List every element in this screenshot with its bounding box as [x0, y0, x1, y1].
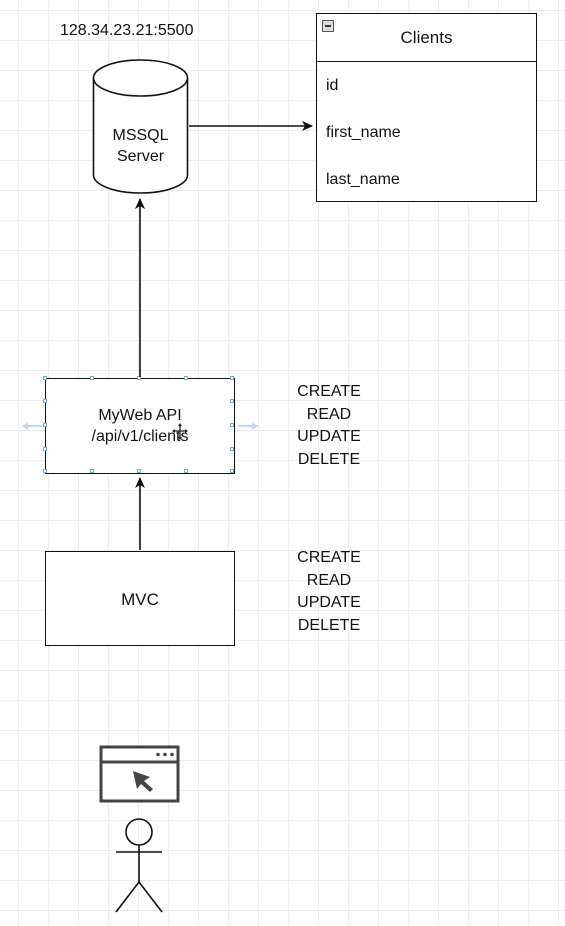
selection-handle[interactable] [137, 376, 141, 380]
table-field-last-name: last_name [326, 171, 400, 188]
selection-handle[interactable] [137, 469, 141, 473]
mvc-label: MVC [121, 590, 159, 609]
operation-create: CREATE [297, 383, 361, 400]
api-label: MyWeb API /api/v1/clients [45, 405, 235, 447]
operation-update: UPDATE [297, 428, 361, 445]
selection-handle[interactable] [43, 376, 47, 380]
database-label-line2: Server [116, 148, 165, 165]
operation-read: READ [306, 405, 352, 423]
mvc-box[interactable] [45, 551, 235, 646]
api-label-line2: /api/v1/clients [91, 428, 189, 445]
api-label-line1: MyWeb API [98, 407, 182, 424]
operation-delete: DELETE [297, 616, 361, 634]
operation-read: READ [306, 571, 352, 589]
api-operations-list: CREATE READ UPDATE DELETE [280, 381, 378, 471]
user-actor-icon[interactable] [115, 818, 163, 913]
operation-update: UPDATE [297, 594, 361, 611]
browser-window-icon [99, 745, 180, 803]
selection-handle[interactable] [43, 447, 47, 451]
clients-table-header: Clients [317, 14, 536, 62]
clients-table[interactable]: Clients id first_name last_name [316, 13, 537, 202]
clients-table-title: Clients [400, 28, 453, 47]
server-address-label: 128.34.23.21:5500 [60, 22, 194, 39]
selection-handle[interactable] [230, 399, 234, 403]
selection-handle[interactable] [184, 376, 188, 380]
collapse-toggle-icon[interactable] [322, 20, 334, 32]
api-box[interactable] [43, 376, 235, 474]
selection-handle[interactable] [230, 376, 234, 380]
move-cursor-icon [172, 423, 188, 440]
connection-hint-left-icon[interactable] [22, 422, 42, 430]
selection-handle[interactable] [43, 399, 47, 403]
table-field-id: id [326, 77, 339, 94]
selection-handle[interactable] [43, 469, 47, 473]
table-field-first-name: first_name [326, 124, 401, 141]
selection-handle[interactable] [90, 376, 94, 380]
database-cylinder[interactable] [92, 58, 189, 195]
selection-handle[interactable] [230, 447, 234, 451]
selection-handle[interactable] [230, 423, 234, 427]
database-label: MSSQL Server [92, 125, 189, 167]
connection-hint-right-icon[interactable] [238, 422, 258, 430]
database-label-line1: MSSQL [112, 127, 169, 144]
selection-handle[interactable] [184, 469, 188, 473]
mvc-operations-list: CREATE READ UPDATE DELETE [280, 547, 378, 637]
selection-handle[interactable] [43, 423, 47, 427]
operation-create: CREATE [297, 549, 361, 566]
selection-handle[interactable] [230, 469, 234, 473]
operation-delete: DELETE [297, 450, 361, 468]
selection-handle[interactable] [90, 469, 94, 473]
